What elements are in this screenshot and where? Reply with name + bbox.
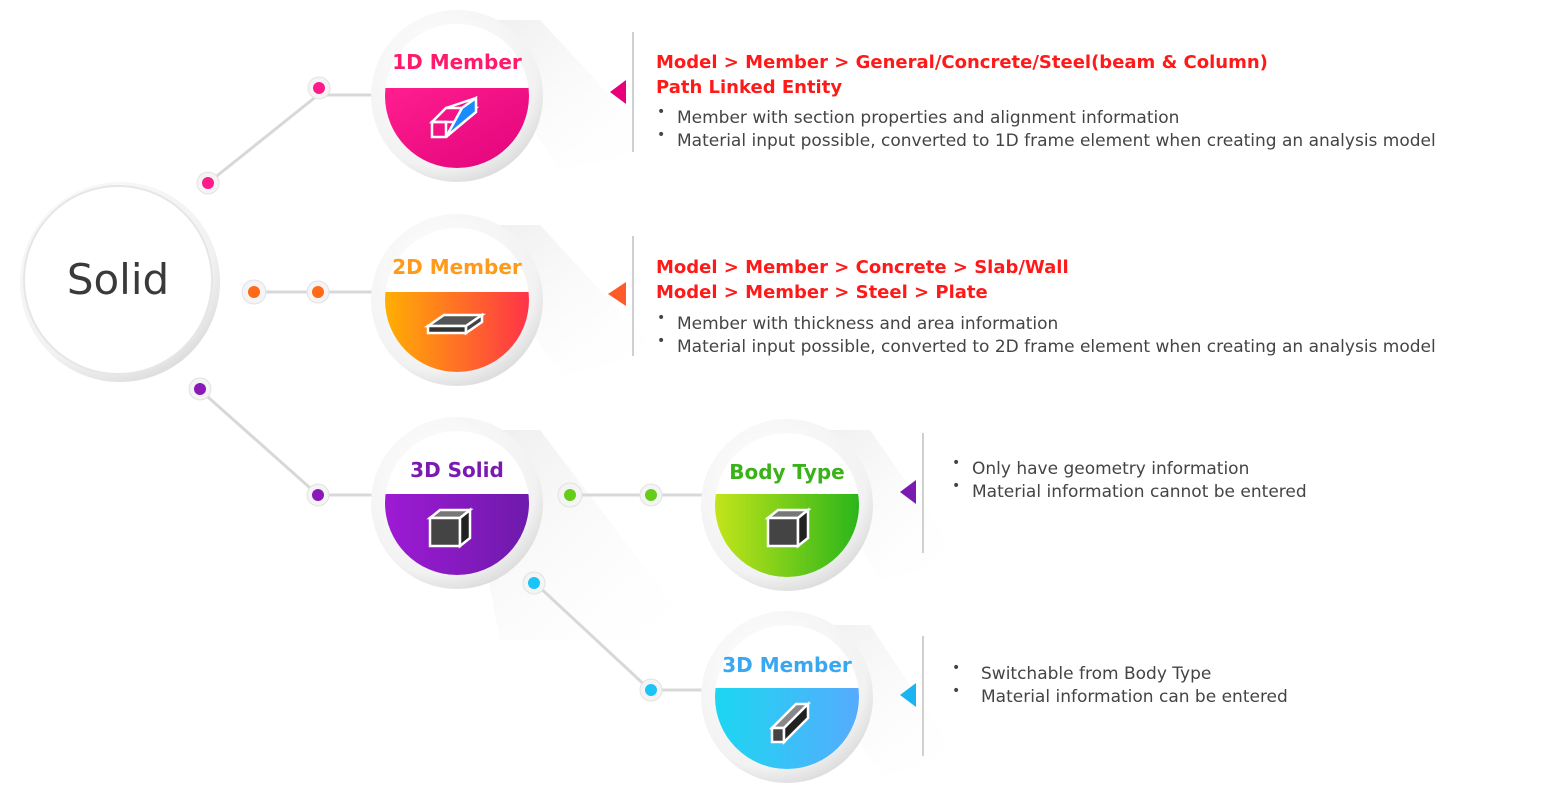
pointer-3dm: [900, 683, 916, 707]
bullet-3dm-2: •Material information can be entered: [952, 683, 1288, 707]
path-1d-line-2: Path Linked Entity: [656, 77, 843, 98]
node-3d-member: [701, 611, 873, 783]
title-3d-solid: 3D Solid: [410, 458, 504, 482]
cube-icon: [764, 507, 812, 549]
pointer-body: [900, 480, 916, 504]
path-1d-line-1: Model > Member > General/Concrete/Steel(…: [656, 52, 1268, 73]
separator-2d: [632, 236, 634, 356]
title-body-type: Body Type: [729, 460, 845, 484]
title-3d-member: 3D Member: [722, 653, 852, 677]
beam-icon: [428, 95, 480, 139]
pointer-2d: [608, 282, 626, 306]
connector-dots: [188, 76, 663, 702]
title-2d-member: 2D Member: [392, 255, 522, 279]
bullet-body-2: •Material information cannot be entered: [952, 478, 1307, 502]
path-2d-line-2: Model > Member > Steel > Plate: [656, 282, 988, 303]
plate-icon: [423, 312, 487, 336]
node-1d-member: [371, 10, 543, 182]
separator-1d: [632, 32, 634, 152]
bullet-body-1: •Only have geometry information: [952, 455, 1250, 479]
bullet-1d-2: •Material input possible, converted to 1…: [657, 127, 1436, 151]
separator-3dm: [922, 636, 924, 756]
node-body-type: [701, 419, 873, 591]
bullet-3dm-1: •Switchable from Body Type: [952, 660, 1212, 684]
root-label: Solid: [66, 255, 170, 304]
pointer-1d: [610, 80, 626, 104]
bullet-2d-1: •Member with thickness and area informat…: [657, 310, 1059, 334]
bullet-2d-2: •Material input possible, converted to 2…: [657, 333, 1436, 357]
column-icon: [768, 700, 812, 746]
separator-body: [922, 433, 924, 553]
root-solid-node: [20, 182, 220, 382]
title-1d-member: 1D Member: [392, 50, 522, 74]
node-3d-solid: [371, 417, 543, 589]
node-2d-member: [371, 214, 543, 386]
cube-icon: [426, 507, 474, 549]
path-2d-line-1: Model > Member > Concrete > Slab/Wall: [656, 257, 1069, 278]
bullet-1d-1: •Member with section properties and alig…: [657, 104, 1180, 128]
